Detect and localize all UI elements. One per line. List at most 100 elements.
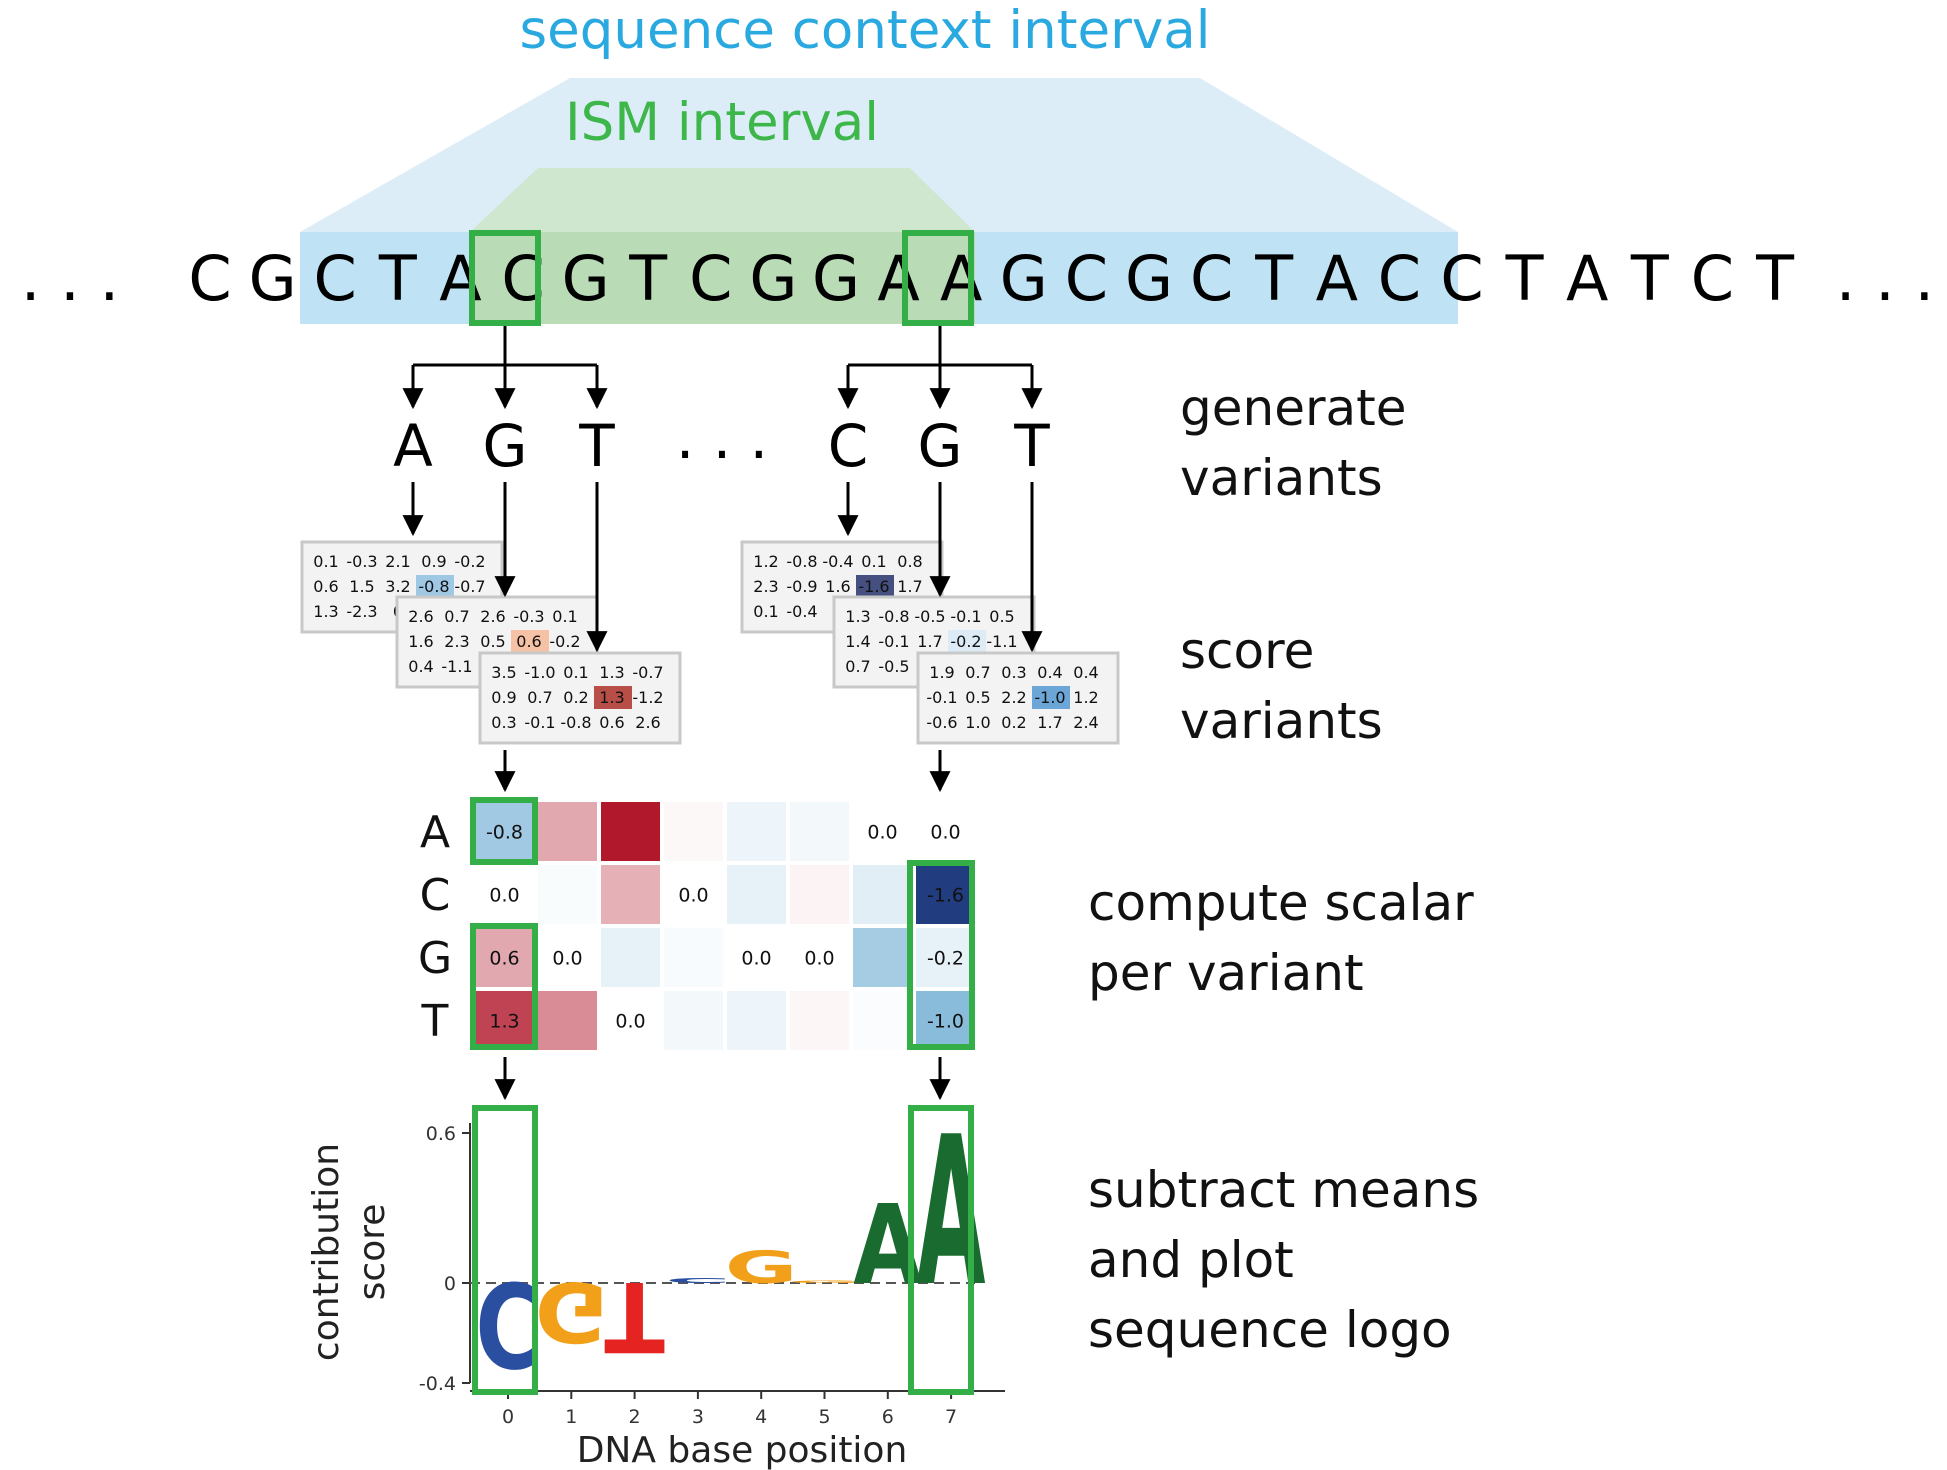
score-grid-highlight [594,686,632,709]
variant-left-a: A [393,412,433,480]
variant-left-t: T [578,412,615,480]
score-grid-value: -0.8 [878,607,909,626]
score-grid-value: -0.8 [418,577,449,596]
score-grid-value: 0.7 [845,657,870,676]
score-grid-value: 0.6 [599,713,624,732]
score-grid-value: 0.4 [408,657,433,676]
score-grid-value: 0.5 [480,632,505,651]
ism-position-box-right [902,230,974,326]
logo-x-tick-label: 0 [502,1406,514,1428]
sequence-base-16: C [1190,242,1233,315]
heatmap-cell [475,802,534,861]
logo-letter-g-pos5: G [788,1280,861,1284]
score-grid-value: 0.5 [965,688,990,707]
heatmap-cell [790,802,849,861]
score-grid-value: -0.2 [549,632,580,651]
score-grid-value: -0.9 [786,577,817,596]
variant-to-score-arrows [402,482,1043,1101]
variant-left-g: G [483,412,528,480]
step-compute-line1: compute scalar [1088,874,1474,932]
score-grid-panel [478,651,682,745]
logo-box-pos0 [472,1105,538,1395]
score-grid-value: 1.3 [845,607,870,626]
score-grid-value: -2.3 [346,602,377,621]
score-grid-value: 1.3 [313,602,338,621]
score-grid-value: -1.0 [1034,688,1065,707]
score-grid-highlight [1032,686,1070,709]
heatmap-cell [475,865,534,924]
score-grid-value: 0.9 [421,552,446,571]
sequence-base-23: T [1630,242,1670,315]
logo-y-tick-label: 0.6 [426,1123,456,1145]
score-grid-value: 1.3 [599,663,624,682]
ism-interval-title: ISM interval [565,92,879,153]
heatmap-box-a0 [470,797,538,865]
score-grid-value: 0.7 [965,663,990,682]
score-grid-value: 1.7 [897,577,922,596]
step-subtract-line3: sequence logo [1088,1301,1452,1359]
heatmap-cell [601,991,660,1050]
heatmap-cell [601,928,660,987]
heatmap-cell [916,991,975,1050]
sequence-base-1: G [249,242,297,315]
logo-x-tick-label: 1 [565,1406,577,1428]
score-grid-value: 1.6 [825,577,850,596]
score-grid-value: -0.2 [950,632,981,651]
heatmap-cell-label: -0.8 [486,822,523,844]
sequence-base-18: A [1316,242,1358,315]
logo-y-tick-label: 0 [444,1273,456,1295]
heatmap-cell [475,991,534,1050]
heatmap-cell-label: 0.0 [741,948,771,970]
heatmap-row-label-a: A [420,807,450,858]
heatmap-cell-label: 0.6 [489,948,519,970]
heatmap-cell [538,865,597,924]
logo-x-tick-label: 2 [629,1406,641,1428]
heatmap-cell-label: 0.0 [867,822,897,844]
logo-x-tick-label: 7 [945,1406,957,1428]
score-grid-value: 0.4 [1073,663,1098,682]
heatmap-cell-label: 0.0 [552,948,582,970]
context-interval-title: sequence context interval [520,0,1211,61]
variant-right-t: T [1013,412,1050,480]
sequence-base-15: G [1125,242,1173,315]
score-grid-value: -1.6 [858,577,889,596]
heatmap-cell [853,802,912,861]
score-grid-value: 1.2 [753,552,778,571]
heatmap-cell [601,802,660,861]
score-grid-value: 2.6 [480,607,505,626]
score-grid-value: -0.4 [786,602,817,621]
score-grid-value: 0.6 [516,632,541,651]
variant-right-c: C [828,412,869,480]
sequence-base-2: C [314,242,357,315]
logo-letter-c-pos3: C [665,1277,730,1285]
sequence-base-21: T [1505,242,1545,315]
logo-box-pos7 [908,1105,974,1395]
score-grid-value: -0.3 [346,552,377,571]
score-grid-value: 0.2 [1001,713,1026,732]
score-grid-value: -1.2 [632,688,663,707]
score-grid-value: 2.6 [408,607,433,626]
score-grid-value: 1.0 [965,713,990,732]
logo-letter-g-pos4: G [725,1242,798,1294]
logo-letter-g-pos1: G [535,1263,608,1358]
sequence-base-9: G [749,242,797,315]
score-grid-value: 0.8 [897,552,922,571]
score-grid-value: 0.3 [491,713,516,732]
sequence-base-19: C [1378,242,1421,315]
heatmap-cell [727,802,786,861]
score-grid-value: 2.1 [385,552,410,571]
sequence-base-14: C [1065,242,1108,315]
sequence-ellipsis-left: . . . [21,242,120,315]
score-grid-value: -0.1 [878,632,909,651]
score-grid-value: -0.7 [454,577,485,596]
heatmap-cell-label: 0.0 [804,948,834,970]
heatmap-cell [538,991,597,1050]
logo-letter-t-pos2: T [604,1260,665,1372]
score-grid-value: 1.3 [599,688,624,707]
score-grid-value: -1.1 [986,632,1017,651]
